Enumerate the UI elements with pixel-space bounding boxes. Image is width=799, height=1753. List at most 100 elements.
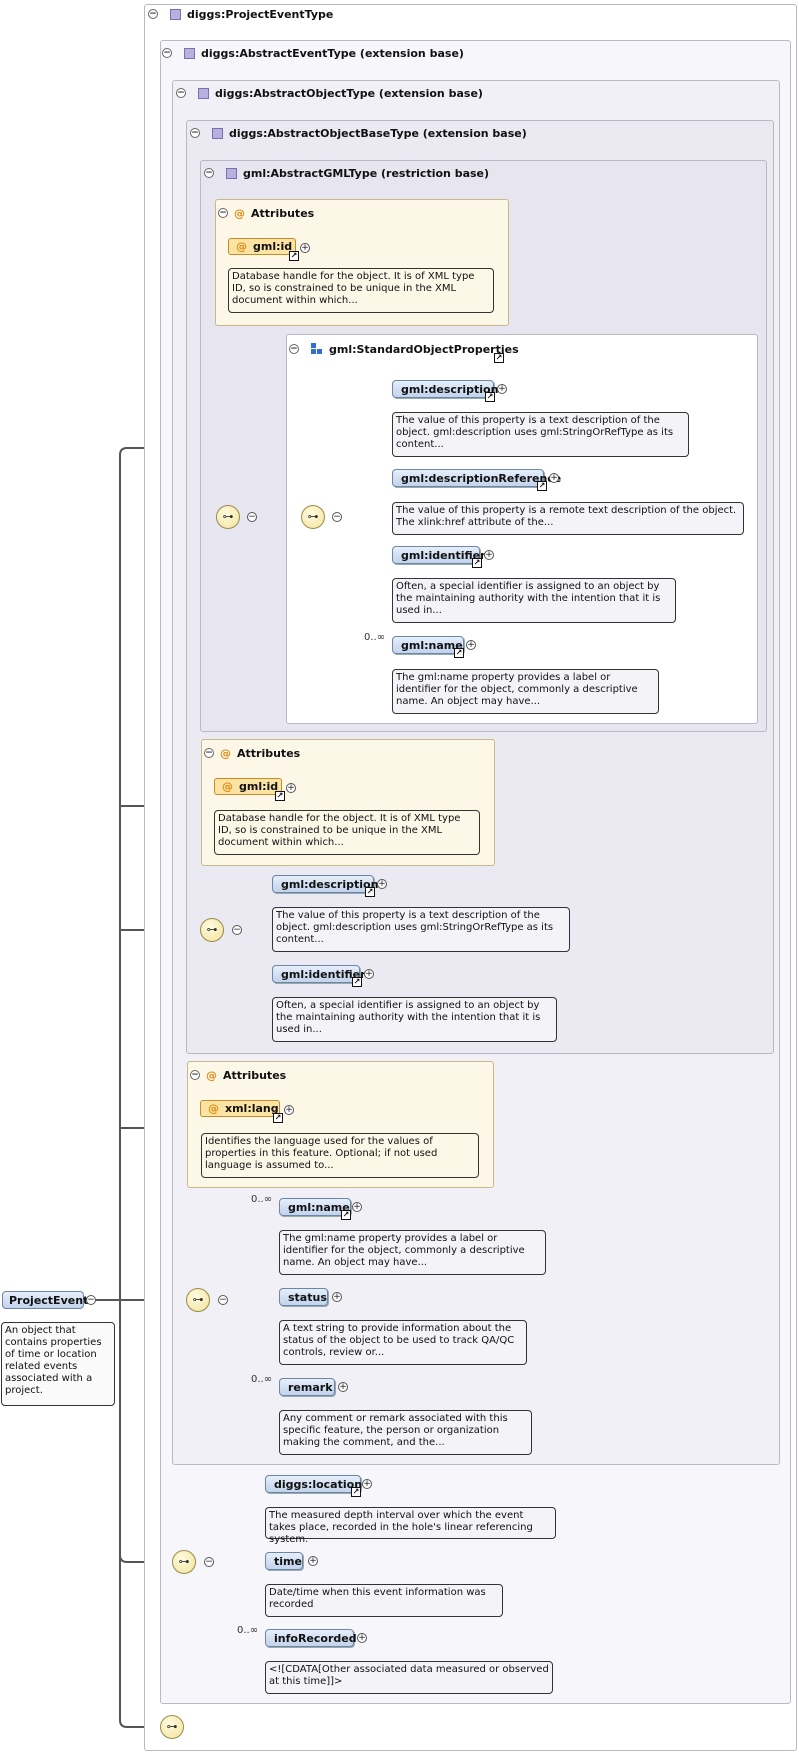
collapse-icon[interactable]: − xyxy=(232,925,242,935)
expand-icon[interactable]: + xyxy=(466,640,476,650)
reference-arrow-icon: ↗ xyxy=(494,353,504,363)
collapse-icon[interactable]: − xyxy=(218,1295,228,1305)
reference-arrow-icon: ↗ xyxy=(537,481,547,491)
element-gml-name[interactable]: gml:name xyxy=(279,1198,351,1216)
attributes-header: − @ Attributes xyxy=(204,746,300,760)
collapse-icon[interactable]: − xyxy=(218,207,228,218)
cardinality-label: 0..∞ xyxy=(251,1374,273,1385)
element-doc: Date/time when this event information wa… xyxy=(265,1584,503,1617)
expand-icon[interactable]: + xyxy=(357,1633,367,1643)
reference-arrow-icon: ↗ xyxy=(275,791,285,801)
reference-arrow-icon: ↗ xyxy=(365,887,375,897)
attributes-label: Attributes xyxy=(223,1068,287,1082)
reference-arrow-icon: ↗ xyxy=(351,1487,361,1497)
header-abstract-gml-type: − gml:AbstractGMLType (restriction base) xyxy=(204,166,489,180)
root-element-project-event[interactable]: ProjectEvent xyxy=(2,1291,88,1309)
attributes-label: Attributes xyxy=(251,206,315,220)
element-doc: The gml:name property provides a label o… xyxy=(392,669,659,714)
attribute-doc: Database handle for the object. It is of… xyxy=(228,268,494,313)
reference-arrow-icon: ↗ xyxy=(485,392,495,402)
expand-icon[interactable]: + xyxy=(377,879,387,889)
sequence-compositor-icon[interactable]: ⊶ xyxy=(216,505,240,529)
element-status[interactable]: status xyxy=(279,1288,328,1306)
header-abstract-object-base-type: − diggs:AbstractObjectBaseType (extensio… xyxy=(190,126,527,140)
element-remark[interactable]: remark xyxy=(279,1378,335,1396)
element-doc: The value of this property is a remote t… xyxy=(392,502,744,535)
attribute-icon: @ xyxy=(220,746,231,760)
expand-icon[interactable]: + xyxy=(484,550,494,560)
complex-type-icon xyxy=(170,8,181,20)
expand-icon[interactable]: + xyxy=(549,473,559,483)
element-gml-description[interactable]: gml:description xyxy=(272,875,378,893)
frame-title: diggs:ProjectEventType xyxy=(187,7,334,21)
cardinality-label: 0..∞ xyxy=(364,632,386,643)
sequence-compositor-icon[interactable]: ⊶ xyxy=(200,918,224,942)
header-abstract-object-type: − diggs:AbstractObjectType (extension ba… xyxy=(176,86,483,100)
sequence-compositor-icon[interactable]: ⊶ xyxy=(172,1550,196,1574)
expand-icon[interactable]: + xyxy=(497,384,507,394)
attribute-gml-id[interactable]: @gml:id xyxy=(214,778,282,795)
element-doc: Often, a special identifier is assigned … xyxy=(272,997,557,1042)
reference-arrow-icon: ↗ xyxy=(273,1113,283,1123)
collapse-icon[interactable]: − xyxy=(204,1557,214,1567)
attribute-doc: Identifies the language used for the val… xyxy=(201,1133,479,1178)
attribute-icon: @ xyxy=(208,1102,219,1115)
element-doc: The value of this property is a text des… xyxy=(272,907,570,952)
attribute-doc: Database handle for the object. It is of… xyxy=(214,810,480,855)
complex-type-icon xyxy=(184,47,195,59)
element-doc: The value of this property is a text des… xyxy=(392,412,689,457)
reference-arrow-icon: ↗ xyxy=(472,558,482,568)
collapse-icon[interactable]: − xyxy=(247,512,257,522)
attribute-name: xml:lang xyxy=(225,1102,279,1115)
frame-title: gml:AbstractGMLType (restriction base) xyxy=(243,166,490,180)
expand-icon[interactable]: + xyxy=(300,243,310,253)
collapse-icon[interactable]: − xyxy=(204,167,214,178)
element-gml-description-reference[interactable]: gml:descriptionReference xyxy=(392,469,561,487)
expand-icon[interactable]: + xyxy=(364,969,374,979)
attribute-xml-lang[interactable]: @ xml:lang xyxy=(200,1100,280,1117)
attribute-gml-id[interactable]: @gml:id xyxy=(228,238,296,255)
collapse-icon[interactable]: − xyxy=(190,127,200,138)
element-doc: The measured depth interval over which t… xyxy=(265,1507,556,1545)
attributes-header: − @ Attributes xyxy=(190,1068,286,1082)
cardinality-label: 0..∞ xyxy=(251,1194,273,1205)
element-doc: The gml:name property provides a label o… xyxy=(279,1230,546,1275)
expand-icon[interactable]: + xyxy=(308,1556,318,1566)
element-gml-identifier[interactable]: gml:identifier xyxy=(392,546,486,564)
reference-arrow-icon: ↗ xyxy=(341,1210,351,1220)
collapse-icon[interactable]: − xyxy=(204,747,214,758)
element-gml-name[interactable]: gml:name xyxy=(392,636,464,654)
sequence-compositor-icon[interactable]: ⊶ xyxy=(186,1288,210,1312)
sequence-compositor-icon[interactable]: ⊶ xyxy=(160,1715,184,1739)
sequence-compositor-icon[interactable]: ⊶ xyxy=(301,505,325,529)
attributes-label: Attributes xyxy=(237,746,301,760)
attributes-header: − @ Attributes xyxy=(218,206,314,220)
reference-arrow-icon: ↗ xyxy=(454,648,464,658)
expand-icon[interactable]: + xyxy=(338,1382,348,1392)
expand-icon[interactable]: + xyxy=(362,1479,372,1489)
expand-icon[interactable]: + xyxy=(352,1202,362,1212)
collapse-icon[interactable]: − xyxy=(190,1069,200,1080)
frame-title: diggs:AbstractEventType (extension base) xyxy=(201,46,464,60)
frame-title: gml:StandardObjectProperties xyxy=(329,342,519,356)
collapse-icon[interactable]: − xyxy=(332,512,342,522)
element-doc: Often, a special identifier is assigned … xyxy=(392,578,676,623)
complex-type-icon xyxy=(212,127,223,139)
collapse-icon[interactable]: − xyxy=(86,1295,96,1305)
element-info-recorded[interactable]: infoRecorded xyxy=(265,1629,357,1647)
expand-icon[interactable]: + xyxy=(286,783,296,793)
expand-icon[interactable]: + xyxy=(284,1105,294,1115)
collapse-icon[interactable]: − xyxy=(162,47,172,58)
collapse-icon[interactable]: − xyxy=(148,8,158,19)
attribute-icon: @ xyxy=(236,240,247,253)
element-gml-identifier[interactable]: gml:identifier xyxy=(272,965,366,983)
element-doc: <![CDATA[Other associated data measured … xyxy=(265,1661,553,1694)
element-diggs-location[interactable]: diggs:location xyxy=(265,1475,362,1493)
element-doc: Any comment or remark associated with th… xyxy=(279,1410,532,1455)
element-time[interactable]: time xyxy=(265,1552,303,1570)
cardinality-label: 0..∞ xyxy=(237,1625,259,1636)
expand-icon[interactable]: + xyxy=(332,1292,342,1302)
collapse-icon[interactable]: − xyxy=(289,343,299,354)
element-gml-description[interactable]: gml:description xyxy=(392,380,498,398)
collapse-icon[interactable]: − xyxy=(176,87,186,98)
